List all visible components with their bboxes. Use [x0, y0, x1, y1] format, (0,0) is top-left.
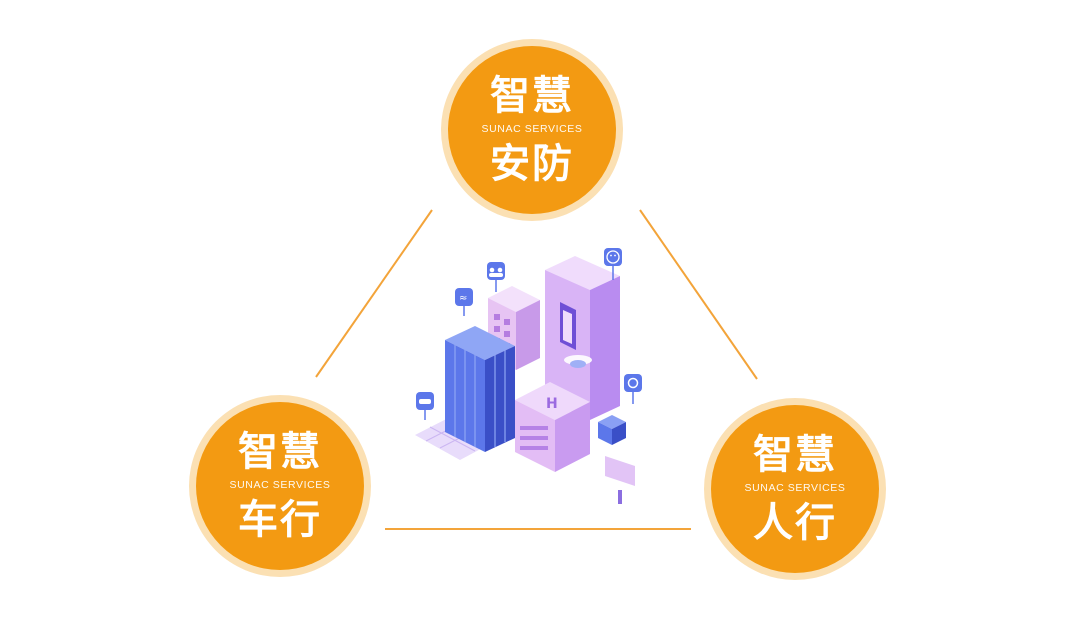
smiley-icon: [604, 248, 622, 280]
hospital-h-sign: H: [546, 396, 558, 412]
node-smart-vehicle-access: 智慧 SUNAC SERVICES 车行: [196, 402, 364, 570]
hospital-building: H: [515, 382, 590, 472]
node-title: 智慧: [238, 429, 322, 475]
node-smart-pedestrian-access: 智慧 SUNAC SERVICES 人行: [711, 405, 879, 573]
node-subtitle: SUNAC SERVICES: [744, 482, 846, 494]
node-smart-security: 智慧 SUNAC SERVICES 安防: [448, 46, 616, 214]
drone: [564, 355, 592, 368]
connector-top-right: [639, 209, 758, 380]
connector-top-left: [315, 209, 433, 378]
users-icon: [487, 262, 505, 292]
camera-icon: [624, 374, 642, 404]
tall-violet-building: [545, 256, 620, 420]
wifi-icon: ≈: [455, 288, 473, 316]
car-icon: [416, 392, 434, 420]
blue-kiosk: [598, 415, 626, 445]
node-title: 智慧: [490, 73, 574, 119]
signboard: [605, 456, 635, 504]
node-label: 人行: [753, 500, 837, 546]
smart-city-illustration: H ≈: [415, 248, 642, 504]
node-label: 安防: [490, 141, 574, 187]
node-title: 智慧: [753, 432, 837, 478]
node-subtitle: SUNAC SERVICES: [481, 123, 583, 135]
svg-text:≈: ≈: [459, 293, 467, 304]
node-label: 车行: [238, 497, 322, 543]
blue-office-building: [445, 326, 515, 452]
node-subtitle: SUNAC SERVICES: [229, 479, 331, 491]
